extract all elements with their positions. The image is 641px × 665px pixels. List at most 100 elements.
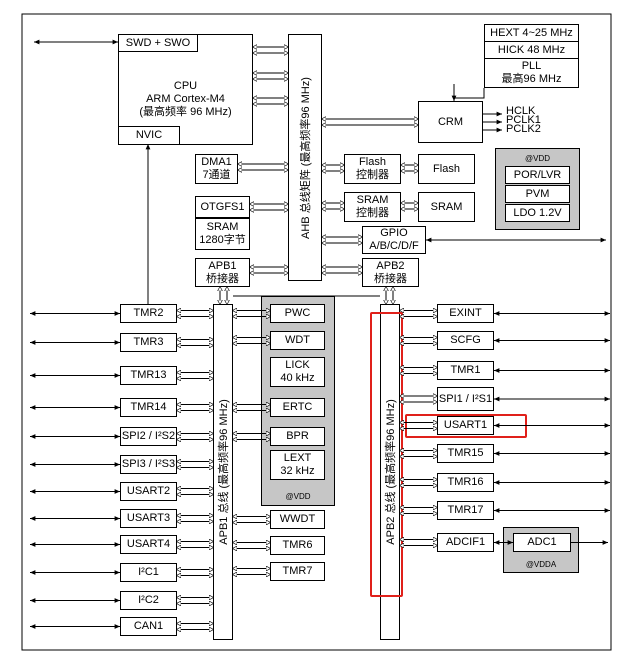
lick-label: LICK	[285, 359, 310, 371]
flash-controller-label: Flash	[359, 156, 386, 168]
vdda-label: @VDDA	[525, 560, 557, 569]
sram-controller-label: SRAM	[356, 194, 389, 206]
ldo-block: LDO 1.2V	[505, 204, 570, 222]
vdd-mid-label: @VDD	[285, 492, 311, 501]
lext-block: LEXT 32 kHz	[270, 450, 325, 480]
periph-spi1-i-s1: SPI1 / I²S1	[437, 387, 494, 411]
periph-spi3-i-s3: SPI3 / I²S3	[120, 455, 177, 474]
hext-label: HEXT 4~25 MHz	[490, 26, 573, 39]
swd-swo-box: SWD + SWO	[118, 34, 198, 52]
pwc-label: PWC	[284, 307, 311, 319]
periph-label: TMR1	[450, 364, 481, 376]
apb1-bridge-sub-label: 桥接器	[206, 272, 239, 285]
periph-label: USART2	[126, 485, 171, 497]
apb1-bus: APB1 总线 (最高频率96 MHz)	[213, 304, 233, 640]
swd-label: SWD + SWO	[125, 36, 191, 49]
flash-controller-block: Flash 控制器	[344, 154, 401, 184]
periph-label: I²C2	[138, 594, 159, 606]
periph-usart4: USART4	[120, 535, 177, 554]
gpio-block: GPIO A/B/C/D/F	[362, 226, 426, 254]
periph-label: TMR2	[133, 307, 164, 319]
wdt-block: WDT	[270, 331, 325, 350]
periph-scfg: SCFG	[437, 331, 494, 350]
adc1-label: ADC1	[527, 536, 557, 548]
wwdt-label: WWDT	[279, 513, 316, 525]
flash-controller-sub-label: 控制器	[356, 169, 389, 181]
gpio-ports-label: A/B/C/D/F	[369, 240, 419, 252]
periph-tmr13: TMR13	[120, 366, 177, 385]
nvic-block: NVIC	[118, 126, 180, 145]
otgfs1-block: OTGFS1	[195, 196, 250, 218]
periph-usart3: USART3	[120, 509, 177, 528]
apb2-bridge-label: APB2	[376, 259, 405, 272]
apb2-bus: APB2 总线 (最高频率96 MHz)	[380, 304, 400, 640]
otg-sram-size-label: 1280字节	[199, 234, 246, 246]
nvic-label: NVIC	[135, 129, 163, 141]
periph-label: TMR15	[447, 447, 484, 459]
periph-label: SPI2 / I²S2	[121, 430, 176, 442]
lick-block: LICK 40 kHz	[270, 357, 325, 387]
por-lvr-block: POR/LVR	[505, 166, 570, 184]
periph-adcif1: ADCIF1	[437, 533, 494, 552]
periph-tmr16: TMR16	[437, 473, 494, 492]
bpr-label: BPR	[286, 430, 309, 442]
ertc-label: ERTC	[282, 401, 313, 413]
dma1-channels-label: 7通道	[202, 169, 231, 181]
periph-label: SPI1 / I²S1	[438, 392, 493, 405]
periph-i-c2: I²C2	[120, 591, 177, 610]
pvm-block: PVM	[505, 185, 570, 203]
wdt-label: WDT	[284, 334, 311, 346]
periph-tmr17: TMR17	[437, 501, 494, 520]
otg-sram-label: SRAM	[206, 221, 239, 233]
clock-outputs: HCLK PCLK1 PCLK2	[506, 105, 541, 135]
periph-tmr3: TMR3	[120, 333, 177, 352]
hick-label: HICK 48 MHz	[497, 43, 566, 56]
tmr6-label: TMR6	[282, 539, 313, 551]
flash-block: Flash	[418, 154, 475, 184]
pll-block: PLL 最高96 MHz	[484, 58, 579, 88]
bpr-block: BPR	[270, 427, 325, 446]
periph-tmr14: TMR14	[120, 398, 177, 417]
periph-tmr15: TMR15	[437, 444, 494, 463]
apb1-bridge-label: APB1	[208, 259, 237, 272]
lext-label: LEXT	[283, 452, 312, 464]
sram-label: SRAM	[430, 200, 463, 213]
pwc-block: PWC	[270, 304, 325, 323]
crm-block: CRM	[418, 101, 483, 143]
periph-can1: CAN1	[120, 617, 177, 636]
periph-tmr2: TMR2	[120, 304, 177, 323]
periph-usart2: USART2	[120, 482, 177, 501]
adc1-block: ADC1	[513, 533, 571, 552]
periph-label: SPI3 / I²S3	[121, 458, 176, 470]
periph-label: TMR16	[447, 476, 484, 488]
vdd-top-label: @VDD	[524, 154, 550, 163]
por-lvr-label: POR/LVR	[513, 168, 562, 181]
cpu-label: CPU	[173, 80, 198, 92]
periph-i-c1: I²C1	[120, 563, 177, 582]
periph-label: EXINT	[449, 307, 482, 319]
periph-spi2-i-s2: SPI2 / I²S2	[120, 427, 177, 446]
hick-block: HICK 48 MHz	[484, 41, 579, 59]
hclk-label: HCLK	[506, 105, 536, 117]
tmr7-label: TMR7	[282, 565, 313, 577]
crm-label: CRM	[437, 115, 464, 128]
sram-controller-sub-label: 控制器	[356, 207, 389, 219]
periph-label: ADCIF1	[445, 536, 486, 548]
sram-block: SRAM	[418, 192, 475, 222]
pclk2-label: PCLK2	[506, 123, 541, 135]
periph-label: USART3	[126, 512, 171, 524]
periph-label: SCFG	[450, 334, 481, 346]
tmr7-block: TMR7	[270, 562, 325, 581]
apb2-bridge-sub-label: 桥接器	[374, 272, 407, 285]
apb2-bridge-block: APB2 桥接器	[362, 258, 419, 287]
pll-freq-label: 最高96 MHz	[501, 73, 562, 85]
periph-label: USART1	[443, 419, 488, 431]
sram-controller-block: SRAM 控制器	[344, 192, 401, 222]
cpu-freq-label: (最高频率 96 MHz)	[139, 106, 232, 118]
periph-usart1: USART1	[437, 416, 494, 435]
periph-exint: EXINT	[437, 304, 494, 323]
lext-freq-label: 32 kHz	[280, 465, 315, 477]
